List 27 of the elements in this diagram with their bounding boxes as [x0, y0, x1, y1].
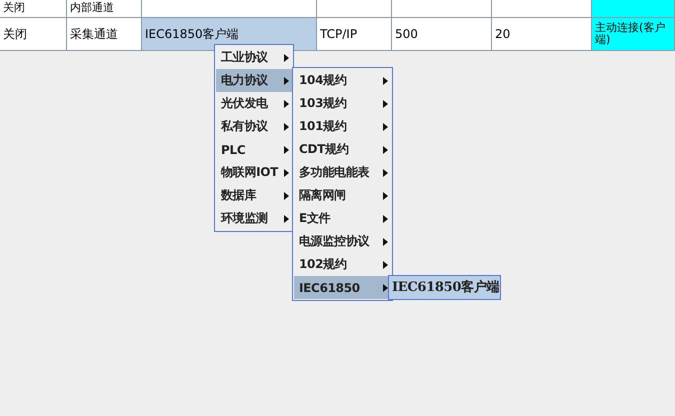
- menu-item: 104规约: [294, 69, 391, 92]
- menu-item: 物联网IOT: [216, 161, 292, 184]
- menu-item: 多功能电能表: [294, 161, 391, 184]
- table-cell: 关闭: [0, 18, 67, 51]
- table-cell: 关闭: [0, 0, 67, 18]
- menu-item: IEC61850客户端: [391, 278, 499, 296]
- menu-item: 隔离网闸: [294, 184, 391, 207]
- menu-item: 私有协议: [216, 115, 292, 138]
- menu-item: 电源监控协议: [294, 230, 391, 253]
- table-cell: 500: [392, 18, 492, 51]
- table-cell: 20: [492, 18, 592, 51]
- menu-item: CDT规约: [294, 138, 391, 161]
- menu-item: 电力协议: [216, 69, 292, 92]
- menu-item: 102规约: [294, 253, 391, 276]
- menu-item: PLC: [216, 138, 292, 161]
- menu-item: 环境监测: [216, 207, 292, 230]
- table-cell: 采集通道: [67, 18, 142, 51]
- menu-item: 101规约: [294, 115, 391, 138]
- menu-item: E文件: [294, 207, 391, 230]
- table-cell: 内部通道: [67, 0, 142, 18]
- menu-item: 103规约: [294, 92, 391, 115]
- table-cell: IEC61850客户端: [142, 18, 317, 51]
- menu-item: 数据库: [216, 184, 292, 207]
- table-cell: 主动连接(客户端): [592, 18, 675, 51]
- menu-item: IEC61850: [294, 276, 391, 299]
- table-cell: TCP/IP: [317, 18, 392, 51]
- menu-item: 光伏发电: [216, 92, 292, 115]
